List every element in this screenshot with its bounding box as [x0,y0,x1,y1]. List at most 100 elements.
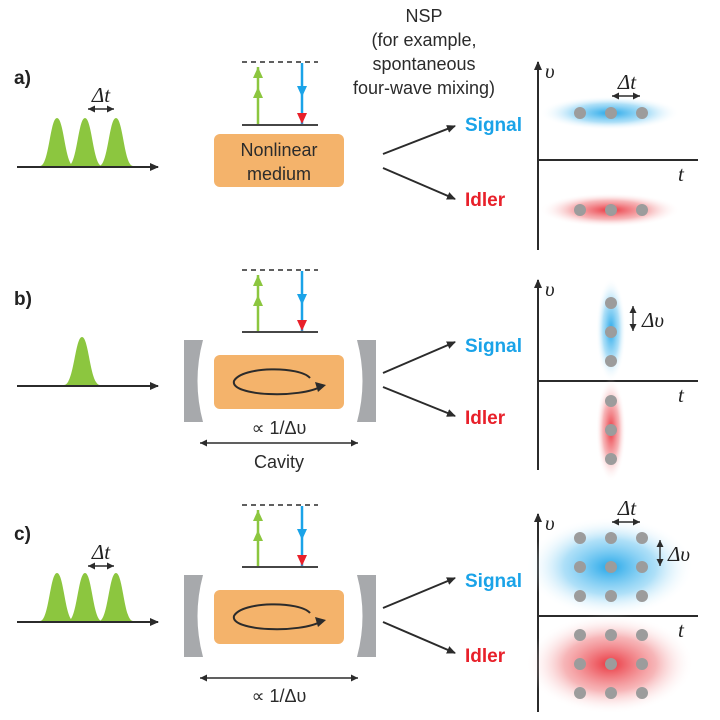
header-line2: (for example, [371,30,476,50]
pump-arrowhead [253,275,263,286]
header-line1: NSP [405,6,442,26]
idler-mode-dot [605,629,617,641]
energy-level-diagram [242,504,318,568]
cavity-mirror-left [184,575,203,657]
cavity-scale-label: ∝ 1/Δυ [252,418,307,438]
signal-mode-dot [605,355,617,367]
signal-output-arrow [382,125,456,155]
pump-pulse [99,573,133,621]
idler-mode-dot [605,395,617,407]
idler-mode-dot [605,453,617,465]
signal-mode-dot [574,590,586,602]
signal-output-arrow [382,341,456,374]
panel-c: c) Δt ∝ 1/Δυ Signal Idler [14,496,698,714]
idler-mode-dot [605,687,617,699]
pump-pulse [99,118,133,166]
pulse-spacing-label: Δt [91,83,111,107]
idler-mode-dot [605,204,617,216]
cavity-mirror-right [357,340,376,422]
idler-arrowhead [297,555,307,566]
idler-mode-dot [636,204,648,216]
pump-pulse [40,573,74,621]
pump-pulse-train [40,118,133,166]
nsp-header: NSP (for example, spontaneous four-wave … [353,6,495,98]
frequency-spacing-label: Δυ [641,308,664,332]
medium-label-line1: Nonlinear [240,140,317,160]
circulation-arrowhead [315,382,326,392]
signal-output-arrow [382,577,456,609]
signal-mode-dot [636,532,648,544]
idler-mode-dot [636,687,648,699]
cavity-mirror-left [184,340,203,422]
idler-output-arrow [382,386,456,417]
pump-pulse [40,118,74,166]
pump-arrowhead [253,67,263,78]
signal-label: Signal [465,571,522,592]
time-bin-spacing-label: Δt [617,70,637,94]
signal-mode-dot [605,107,617,119]
idler-mode-dot [574,658,586,670]
panel-a-label: a) [14,68,31,89]
idler-mode-dot [574,629,586,641]
signal-mode-dot [605,326,617,338]
idler-arrowhead [297,113,307,124]
pump-pulse [68,118,102,166]
cavity-mirror-right [357,575,376,657]
panel-b: b) ∝ 1/Δυ Cavity Signal Idler υ [14,269,698,482]
nonlinear-medium [214,134,344,187]
idler-mode-dot [574,204,586,216]
signal-mode-dot [574,561,586,573]
time-axis-label: t [678,618,685,642]
energy-level-diagram [242,61,318,126]
signal-label: Signal [465,336,522,357]
header-line3: spontaneous [372,54,475,74]
pump-pulse [68,573,102,621]
frequency-axis-label: υ [545,277,555,301]
idler-mode-dot [636,658,648,670]
idler-output-arrow [382,621,456,654]
circulation-loop [233,368,323,396]
time-axis-label: t [678,383,685,407]
signal-arrowhead [297,529,307,540]
signal-label: Signal [465,115,522,136]
signal-mode-dot [574,532,586,544]
idler-mode-dot [605,658,617,670]
signal-mode-dot [605,561,617,573]
cavity-scale-label: ∝ 1/Δυ [252,686,307,706]
spectrogram-a: υ t Δt [534,59,698,250]
header-line4: four-wave mixing) [353,78,495,98]
pump-arrowhead [253,530,263,541]
circulation-arrowhead [315,617,326,627]
idler-arrowhead [297,320,307,331]
cavity-label: Cavity [254,452,304,472]
idler-label: Idler [465,646,506,667]
time-axis-label: t [678,162,685,186]
idler-output-arrow [382,167,456,200]
circulation-loop [233,603,323,631]
panel-a: a) Δt Nonlinear medium Signal Idler [14,59,698,250]
pump-arrowhead [253,295,263,306]
panel-b-label: b) [14,289,32,310]
idler-mode-dot [636,629,648,641]
frequency-axis-label: υ [545,59,555,83]
nonlinear-medium [214,355,344,409]
idler-label: Idler [465,190,506,211]
signal-mode-dot [636,561,648,573]
signal-arrowhead [297,86,307,97]
medium-label-line2: medium [247,164,311,184]
pump-pulse-train [40,573,133,621]
signal-mode-dot [605,590,617,602]
idler-mode-dot [605,424,617,436]
panel-c-label: c) [14,524,31,545]
spectrogram-c: υ t Δt Δυ [526,496,698,714]
signal-mode-dot [636,590,648,602]
spectrogram-b: υ t Δυ [534,277,698,482]
signal-mode-dot [574,107,586,119]
idler-label: Idler [465,408,506,429]
frequency-axis-label: υ [545,511,555,535]
frequency-spacing-label: Δυ [667,542,690,566]
signal-mode-dot [636,107,648,119]
pulse-spacing-label: Δt [91,540,111,564]
signal-mode-dot [605,532,617,544]
